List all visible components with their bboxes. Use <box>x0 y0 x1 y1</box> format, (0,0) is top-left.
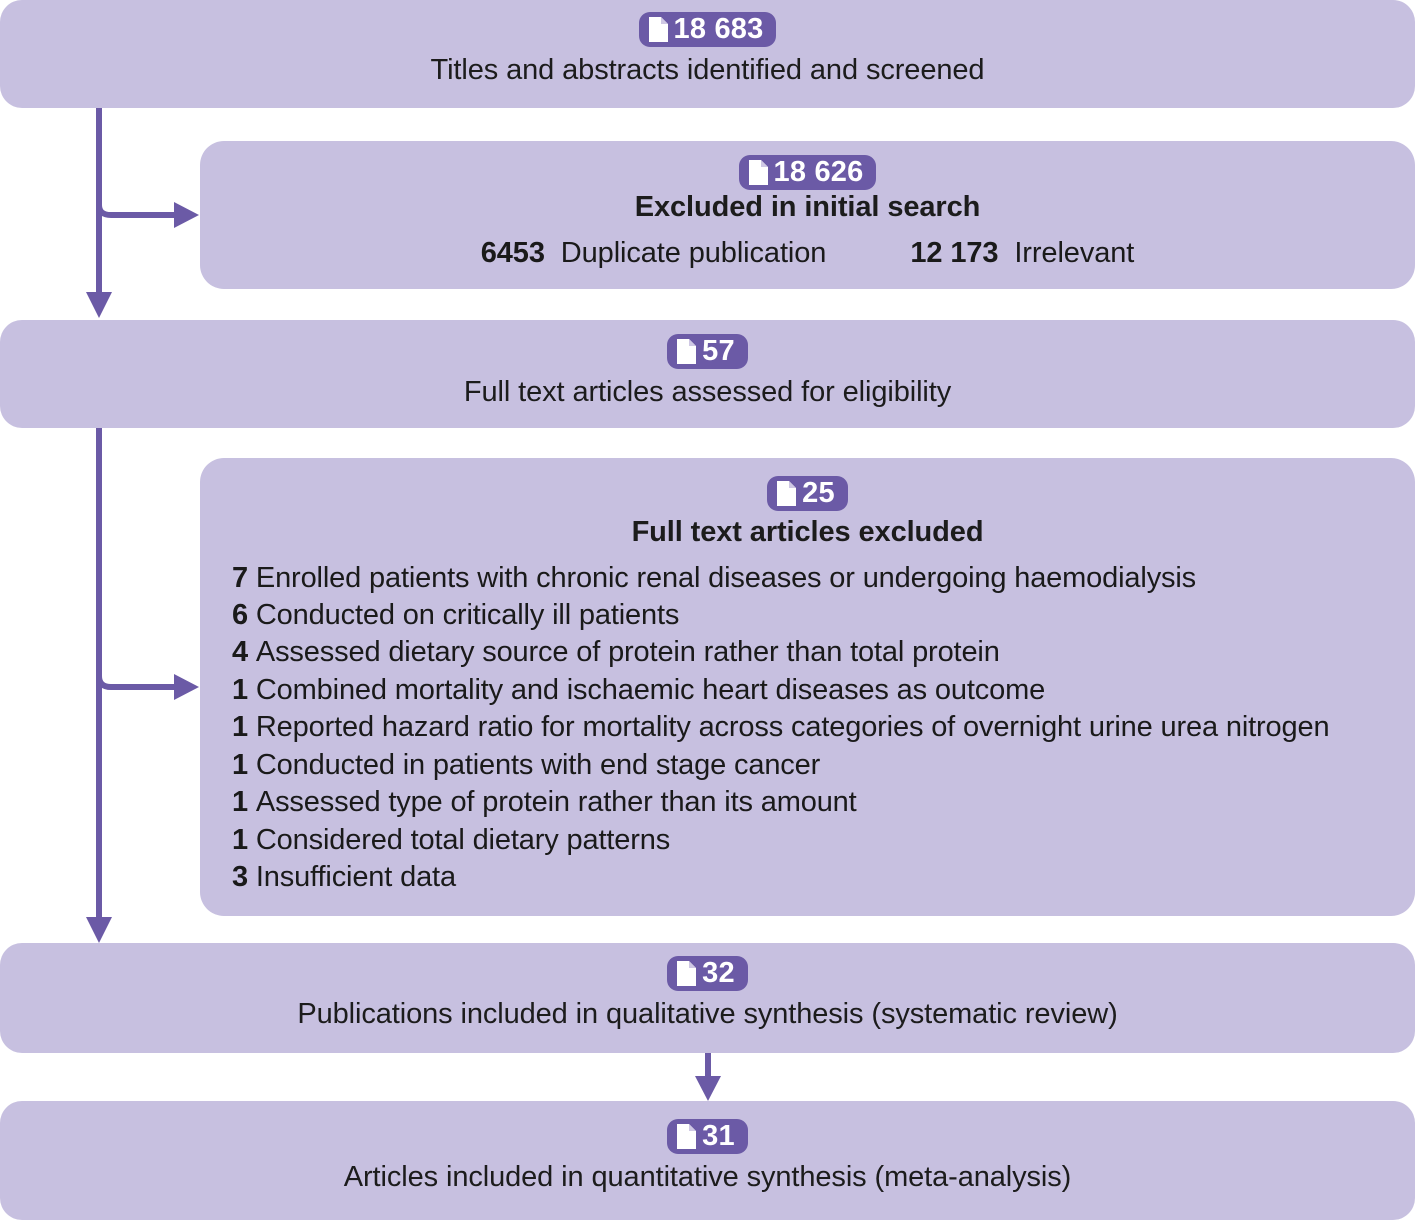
reason-count: 1 <box>232 748 256 781</box>
record-count: 18 683 <box>673 13 764 45</box>
document-icon <box>748 159 768 185</box>
record-count-badge: 25 <box>767 476 848 512</box>
exclusion-reason-list: 7 Enrolled patients with chronic renal d… <box>218 560 1397 897</box>
reason-count: 1 <box>232 786 256 819</box>
node-full-text-excluded: 25 Full text articles excluded 7 Enrolle… <box>200 458 1415 916</box>
node-titles-abstracts-screened: 18 683 Titles and abstracts identified a… <box>0 0 1415 108</box>
arrowhead-to-fulltext-assessed <box>86 292 112 318</box>
record-count-badge: 32 <box>667 956 748 992</box>
reason-count: 7 <box>232 561 256 594</box>
badge-row: 25 <box>218 476 1397 512</box>
record-count: 18 626 <box>773 156 864 188</box>
record-count-badge: 18 683 <box>638 12 777 48</box>
arrowhead-to-excluded-initial <box>174 202 199 228</box>
record-count-badge: 18 626 <box>738 155 877 191</box>
reason-label: Considered total dietary patterns <box>255 823 671 856</box>
node-heading: Excluded in initial search <box>634 191 981 224</box>
reason-label: Insufficient data <box>255 860 456 893</box>
connector-screened-to-excluded-initial <box>96 197 175 218</box>
reason-label: Conducted in patients with end stage can… <box>255 748 821 781</box>
reason-count: 1 <box>232 823 256 856</box>
reason-count: 3 <box>232 860 256 893</box>
exclusion-reason: 6453 Duplicate publication <box>481 236 827 271</box>
node-caption: Titles and abstracts identified and scre… <box>430 54 985 87</box>
list-item: 1 Considered total dietary patterns <box>232 822 1397 859</box>
badge-row: 57 <box>18 334 1397 370</box>
connector-fulltext-to-fulltext-excluded <box>96 668 175 690</box>
reason-count: 12 173 <box>910 236 999 269</box>
list-item: 6 Conducted on critically ill patients <box>232 597 1397 634</box>
reason-count: 1 <box>232 673 256 706</box>
arrowhead-to-quantitative <box>695 1076 721 1101</box>
reason-label: Enrolled patients with chronic renal dis… <box>255 561 1197 594</box>
list-item: 3 Insufficient data <box>232 859 1397 896</box>
reason-count: 1 <box>232 711 256 744</box>
node-excluded-initial-search: 18 626 Excluded in initial search 6453 D… <box>200 141 1415 289</box>
document-icon <box>677 1123 697 1149</box>
node-quantitative-synthesis: 31 Articles included in quantitative syn… <box>0 1101 1415 1220</box>
list-item: 1 Conducted in patients with end stage c… <box>232 747 1397 784</box>
node-caption: Articles included in quantitative synthe… <box>343 1161 1072 1194</box>
reason-label: Conducted on critically ill patients <box>255 599 680 632</box>
list-item: 1 Reported hazard ratio for mortality ac… <box>232 709 1397 746</box>
node-full-text-assessed: 57 Full text articles assessed for eligi… <box>0 320 1415 428</box>
arrowhead-to-qualitative <box>86 917 112 943</box>
badge-row: 18 626 <box>218 155 1397 191</box>
node-caption: Full text articles assessed for eligibil… <box>463 376 952 409</box>
reason-label: Duplicate publication <box>560 236 827 269</box>
node-qualitative-synthesis: 32 Publications included in qualitative … <box>0 943 1415 1053</box>
list-item: 7 Enrolled patients with chronic renal d… <box>232 560 1397 597</box>
exclusion-reason-row: 6453 Duplicate publication 12 173 Irrele… <box>218 236 1397 271</box>
reason-label: Irrelevant <box>1014 236 1135 269</box>
record-count: 31 <box>702 1120 735 1152</box>
reason-label: Reported hazard ratio for mortality acro… <box>255 711 1330 744</box>
document-icon <box>677 338 697 364</box>
record-count: 57 <box>702 335 735 367</box>
badge-row: 32 <box>18 956 1397 992</box>
list-item: 4 Assessed dietary source of protein rat… <box>232 634 1397 671</box>
reason-label: Assessed type of protein rather than its… <box>255 786 857 819</box>
record-count-badge: 31 <box>667 1119 748 1155</box>
list-item: 1 Combined mortality and ischaemic heart… <box>232 672 1397 709</box>
document-icon <box>648 16 668 42</box>
document-icon <box>677 960 697 986</box>
reason-count: 4 <box>232 636 256 669</box>
record-count-badge: 57 <box>667 334 748 370</box>
record-count: 32 <box>702 957 735 989</box>
reason-count: 6453 <box>480 236 545 269</box>
badge-row: 18 683 <box>18 12 1397 48</box>
list-item: 1 Assessed type of protein rather than i… <box>232 784 1397 821</box>
reason-label: Combined mortality and ischaemic heart d… <box>255 673 1046 706</box>
reason-label: Assessed dietary source of protein rathe… <box>255 636 1000 669</box>
node-heading: Full text articles excluded <box>631 516 984 549</box>
document-icon <box>777 480 797 506</box>
arrowhead-to-fulltext-excluded <box>174 674 199 700</box>
record-count: 25 <box>802 477 835 509</box>
exclusion-reason: 12 173 Irrelevant <box>910 236 1134 271</box>
node-caption: Publications included in qualitative syn… <box>297 998 1118 1031</box>
reason-count: 6 <box>232 599 256 632</box>
badge-row: 31 <box>18 1119 1397 1155</box>
